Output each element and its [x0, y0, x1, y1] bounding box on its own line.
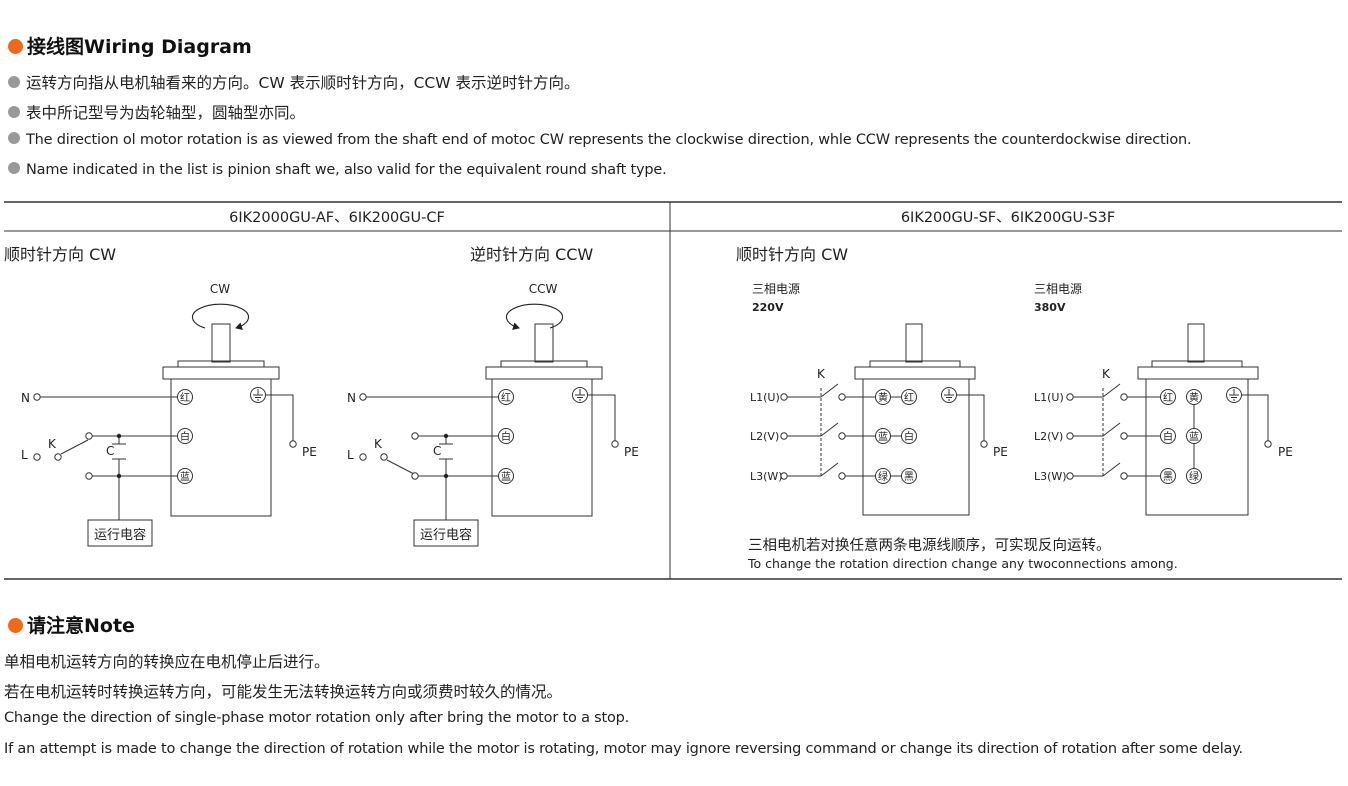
ground-icon — [575, 389, 585, 401]
svg-text:C: C — [433, 444, 441, 458]
svg-text:蓝: 蓝 — [501, 471, 511, 483]
svg-text:L2(V): L2(V) — [1034, 430, 1063, 443]
note-line: If an attempt is made to change the dire… — [4, 741, 1243, 757]
svg-text:红: 红 — [501, 391, 511, 404]
single-phase-motor-cw: CW N L K C PE 运行电容 — [21, 282, 317, 547]
ground-icon — [944, 389, 954, 401]
three-phase-note-cn: 三相电机若对换任意两条电源线顺序，可实现反向运转。 — [748, 536, 1111, 554]
svg-text:白: 白 — [180, 430, 190, 443]
svg-text:K: K — [374, 437, 383, 451]
svg-text:红: 红 — [1163, 391, 1173, 404]
note-line: Change the direction of single-phase mot… — [4, 710, 630, 726]
note-line: 单相电机运转方向的转换应在电机停止后进行。 — [4, 653, 330, 671]
svg-text:白: 白 — [1163, 430, 1173, 443]
svg-text:黄: 黄 — [878, 391, 888, 404]
power-label: 三相电源 — [1034, 282, 1082, 296]
svg-text:蓝: 蓝 — [180, 471, 190, 483]
svg-text:K: K — [1102, 367, 1111, 381]
svg-text:L3(W): L3(W) — [750, 470, 783, 483]
wiring-title-en: Wiring Diagram — [84, 36, 252, 58]
orange-bullet-icon — [8, 39, 23, 54]
svg-text:L3(W): L3(W) — [1034, 470, 1067, 483]
note-heading: 请注意Note — [8, 611, 135, 638]
voltage-380: 380V — [1034, 301, 1066, 314]
svg-text:PE: PE — [1278, 445, 1293, 459]
bullet-item: 运转方向指从电机轴看来的方向。CW 表示顺时针方向，CCW 表示逆时针方向。 — [8, 71, 579, 93]
svg-text:黑: 黑 — [904, 471, 914, 483]
three-phase-note-en: To change the rotation direction change … — [747, 556, 1178, 571]
svg-text:绿: 绿 — [878, 470, 888, 483]
note-title-en: Note — [84, 615, 135, 637]
right-cw-direction-label: 顺时针方向 CW — [736, 245, 848, 264]
svg-text:黑: 黑 — [1163, 471, 1173, 483]
svg-text:L: L — [347, 448, 354, 462]
gray-bullet-icon — [8, 106, 20, 118]
gray-bullet-icon — [8, 132, 20, 144]
rotation-label-ccw: CCW — [529, 282, 558, 296]
svg-text:C: C — [106, 444, 114, 458]
gray-bullet-icon — [8, 162, 20, 174]
svg-text:PE: PE — [624, 445, 639, 459]
ccw-direction-label: 逆时针方向 CCW — [470, 245, 593, 264]
svg-text:PE: PE — [302, 445, 317, 459]
svg-text:绿: 绿 — [1189, 470, 1199, 483]
svg-text:白: 白 — [501, 430, 511, 443]
run-capacitor-box: 运行电容 — [420, 527, 472, 543]
svg-text:L: L — [21, 448, 28, 462]
svg-text:L2(V): L2(V) — [750, 430, 779, 443]
bullet-item: 表中所记型号为齿轮轴型，圆轴型亦同。 — [8, 101, 305, 123]
orange-bullet-icon — [8, 618, 23, 633]
ground-icon — [1229, 389, 1239, 401]
left-model-header: 6IK2000GU-AF、6IK200GU-CF — [229, 210, 445, 226]
note-line: 若在电机运转时转换运转方向，可能发生无法转换运转方向或须费时较久的情况。 — [4, 683, 563, 701]
wiring-diagram-heading: 接线图Wiring Diagram — [8, 32, 252, 59]
svg-text:蓝: 蓝 — [1189, 431, 1199, 443]
rotation-label-cw: CW — [210, 282, 230, 296]
bullet-item: Name indicated in the list is pinion sha… — [8, 162, 667, 178]
svg-text:蓝: 蓝 — [878, 431, 888, 443]
svg-text:PE: PE — [993, 445, 1008, 459]
ground-icon — [253, 389, 263, 401]
ccw-rotation-arrow-icon — [505, 303, 564, 331]
cw-rotation-arrow-icon — [191, 303, 250, 331]
svg-text:白: 白 — [904, 430, 914, 443]
right-model-header: 6IK200GU-SF、6IK200GU-S3F — [901, 210, 1115, 226]
cw-direction-label: 顺时针方向 CW — [4, 245, 116, 264]
wiring-diagram-table: 6IK2000GU-AF、6IK200GU-CF 6IK200GU-SF、6IK… — [4, 201, 1342, 580]
gray-bullet-icon — [8, 76, 20, 88]
svg-text:K: K — [48, 437, 57, 451]
svg-text:红: 红 — [180, 391, 190, 404]
svg-text:红: 红 — [904, 391, 914, 404]
three-phase-motor-220v: 三相电源 220V L1(U) L2(V) L3(W) K PE — [750, 282, 1008, 516]
note-title-cn: 请注意 — [27, 615, 85, 637]
svg-text:K: K — [817, 367, 826, 381]
svg-text:N: N — [347, 391, 356, 405]
single-phase-motor-ccw: CCW N L K C PE 运行电容 — [347, 282, 639, 547]
svg-text:黄: 黄 — [1189, 391, 1199, 404]
bullet-item: The direction ol motor rotation is as vi… — [8, 132, 1192, 148]
power-label: 三相电源 — [752, 282, 800, 296]
svg-text:N: N — [21, 391, 30, 405]
wiring-title-cn: 接线图 — [27, 36, 85, 58]
svg-text:L1(U): L1(U) — [1034, 391, 1064, 404]
svg-text:L1(U): L1(U) — [750, 391, 780, 404]
run-capacitor-box: 运行电容 — [94, 527, 146, 543]
voltage-220: 220V — [752, 301, 784, 314]
three-phase-motor-380v: 三相电源 380V L1(U) L2(V) L3(W) K — [1034, 282, 1293, 516]
